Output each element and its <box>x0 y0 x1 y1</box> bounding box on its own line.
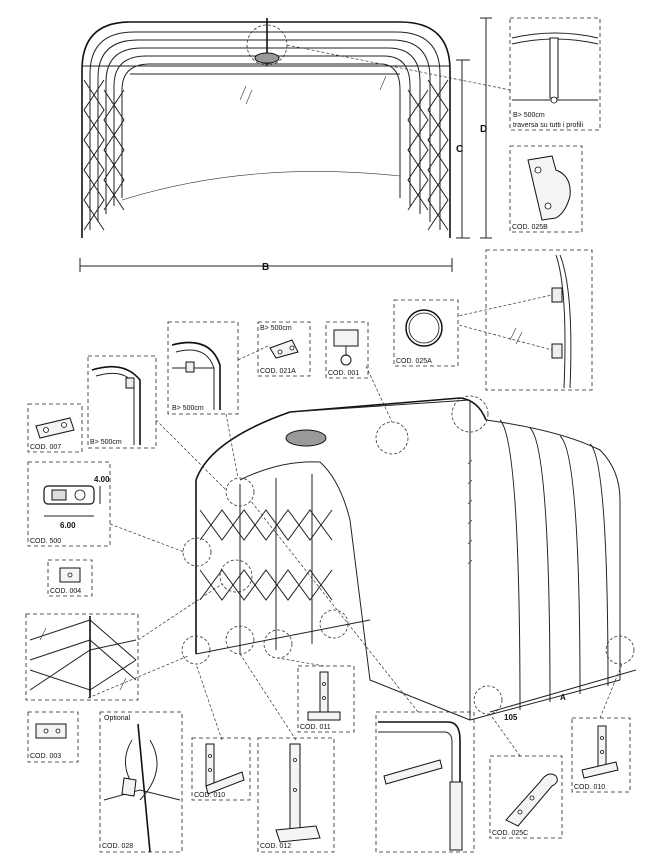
dim-b-label: B <box>262 262 269 273</box>
part-012-box: COD. 012 <box>257 737 335 853</box>
code-001: COD. 001 <box>328 370 359 377</box>
detail-corner-box: B> 500cm <box>167 321 271 415</box>
code-025c: COD. 025C <box>492 830 528 837</box>
part-025b-box: COD. 025B <box>509 145 583 233</box>
part-007-box: COD. 007 <box>27 403 83 453</box>
code-028: COD. 028 <box>102 843 133 850</box>
dim-profile-height: 4.00 <box>94 475 110 484</box>
note-b500: B> 500cm <box>513 112 545 119</box>
note-b500-left: B> 500cm <box>90 439 122 446</box>
code-021a: COD. 021A <box>260 368 296 375</box>
code-012: COD. 012 <box>260 843 291 850</box>
part-021a-box: B> 500cm COD. 021A <box>257 321 311 377</box>
part-004-box: COD. 004 <box>47 559 93 597</box>
part-003-box: COD. 003 <box>27 711 79 763</box>
note-b500-small: B> 500cm <box>260 325 292 332</box>
dim-c-label: C <box>456 144 463 155</box>
detail-door-box <box>375 711 475 853</box>
note-optional: Optional <box>104 715 131 722</box>
detail-crossbar-box: B> 500cm traversa su tutti i profili <box>509 17 601 131</box>
part-025a-box: COD. 025A <box>393 299 459 367</box>
detail-clips-box <box>439 249 593 391</box>
dim-profile-width: 6.00 <box>60 521 76 530</box>
front-view-frame <box>81 18 511 238</box>
part-011-box: COD. 011 <box>297 665 355 733</box>
code-004: COD. 004 <box>50 588 81 595</box>
part-500-box: 6.00 4.00 COD. 500 <box>27 461 111 547</box>
dimension-lines: B C D <box>79 17 492 273</box>
dim-d-label: D <box>480 124 487 135</box>
code-025a: COD. 025A <box>396 358 432 365</box>
code-010-right: COD. 010 <box>574 784 605 791</box>
part-001-box: COD. 001 <box>325 321 369 379</box>
perspective-view: A 105 <box>87 365 637 757</box>
note-b500-mid: B> 500cm <box>172 405 204 412</box>
code-011: COD. 011 <box>300 724 331 731</box>
detail-lattice-box <box>25 613 139 701</box>
dim-spacing-label: 105 <box>504 713 518 722</box>
code-500: COD. 500 <box>30 538 61 545</box>
detail-left-box: B> 500cm <box>87 355 157 449</box>
note-crossbar: traversa su tutti i profili <box>513 122 583 129</box>
code-010-left: COD. 010 <box>194 792 225 799</box>
dim-a-label: A <box>560 693 566 702</box>
part-025c-box: COD. 025C <box>489 755 563 839</box>
part-010b-box: COD. 010 <box>571 717 631 793</box>
code-003: COD. 003 <box>30 753 61 760</box>
code-025b: COD. 025B <box>512 224 548 231</box>
code-007: COD. 007 <box>30 444 61 451</box>
part-010a-box: COD. 010 <box>191 737 251 801</box>
part-028-box: Optional COD. 028 <box>99 711 183 853</box>
